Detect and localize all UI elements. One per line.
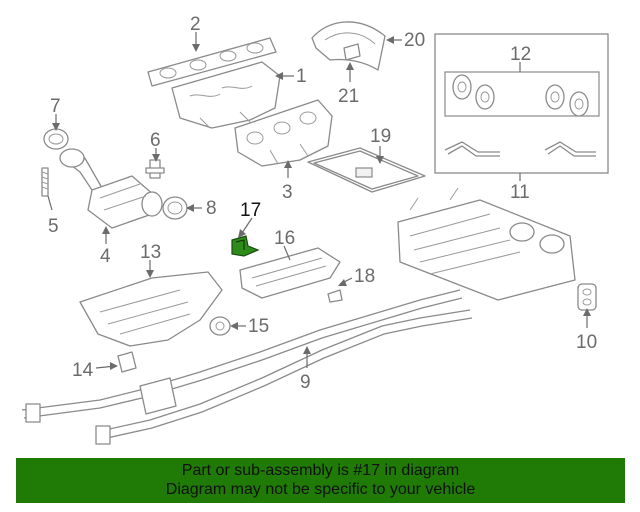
part-19-shield-plate[interactable] xyxy=(307,147,426,193)
callout-1: 1 xyxy=(296,66,307,87)
part-13-heat-shield[interactable] xyxy=(79,271,223,347)
callout-17: 17 xyxy=(240,200,261,221)
callout-15: 15 xyxy=(248,316,269,337)
part-1-exhaust-manifold[interactable] xyxy=(171,61,281,129)
callout-20: 20 xyxy=(404,30,425,51)
part-2-exhaust-manifold-gasket[interactable] xyxy=(147,37,277,87)
part-16-heat-shield[interactable] xyxy=(239,247,341,299)
callout-8: 8 xyxy=(206,198,217,219)
part-4-catalytic-converter[interactable] xyxy=(59,148,163,229)
part-21-bracket[interactable] xyxy=(343,43,361,61)
callout-7: 7 xyxy=(50,96,61,117)
diagram-notice-banner: Part or sub-assembly is #17 in diagram D… xyxy=(16,458,625,503)
callout-16: 16 xyxy=(274,228,295,249)
part-20-heat-shield[interactable] xyxy=(311,21,386,71)
part-14-bracket[interactable] xyxy=(117,351,137,373)
callout-2: 2 xyxy=(190,14,201,35)
callout-labels: 2 1 3 4 5 6 7 8 9 10 11 12 13 14 15 16 1… xyxy=(48,14,597,393)
banner-line-1: Part or sub-assembly is #17 in diagram xyxy=(181,462,460,479)
part-18-clip[interactable] xyxy=(327,289,343,303)
callout-21: 21 xyxy=(338,86,359,107)
callout-9: 9 xyxy=(300,372,311,393)
callout-12: 12 xyxy=(510,44,531,65)
part-15-nut[interactable] xyxy=(209,316,231,336)
part-9-exhaust-pipe-assembly[interactable] xyxy=(21,187,576,445)
part-10-hanger[interactable] xyxy=(577,283,597,311)
callout-19: 19 xyxy=(370,126,391,147)
part-6-oxygen-sensor[interactable] xyxy=(145,159,165,179)
part-11-hanger-kit-box[interactable] xyxy=(434,33,609,174)
part-3-exhaust-manifold-right[interactable] xyxy=(234,99,333,167)
part-17-bracket-highlighted[interactable] xyxy=(231,235,260,257)
callout-4: 4 xyxy=(100,246,111,267)
part-12-isolators[interactable] xyxy=(452,74,589,117)
callout-11: 11 xyxy=(510,182,530,203)
banner-line-2: Diagram may not be specific to your vehi… xyxy=(165,481,476,498)
callout-5: 5 xyxy=(48,216,59,237)
leader-arrowheads xyxy=(52,36,591,370)
part-8-gasket-ring[interactable] xyxy=(162,196,188,220)
part-5-stud[interactable] xyxy=(41,167,49,197)
callout-10: 10 xyxy=(576,332,597,353)
callout-18: 18 xyxy=(354,266,375,287)
part-7-gasket-ring[interactable] xyxy=(43,128,69,150)
callout-13: 13 xyxy=(140,242,161,263)
callout-14: 14 xyxy=(72,360,94,381)
callout-3: 3 xyxy=(282,182,293,203)
callout-6: 6 xyxy=(150,130,161,151)
